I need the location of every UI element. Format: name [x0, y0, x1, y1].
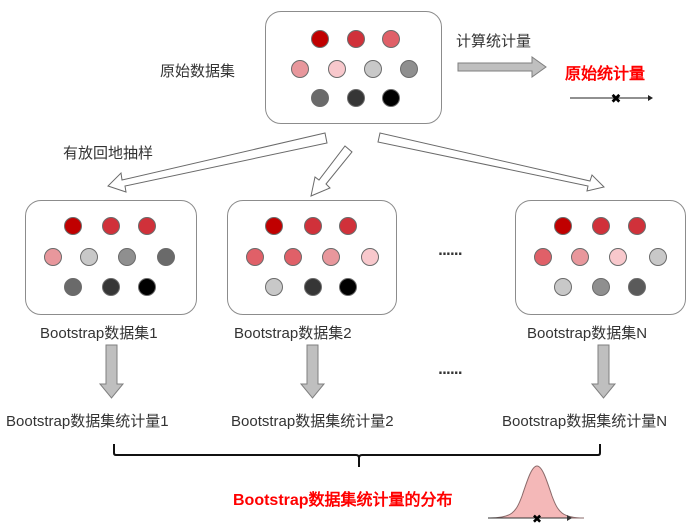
data-point [157, 248, 175, 266]
data-point [311, 89, 329, 107]
data-point [347, 30, 365, 48]
bootstrap-dataset-box-n [515, 200, 686, 315]
data-point [554, 278, 572, 296]
bootstrap-dataset-label-1: Bootstrap数据集1 [40, 325, 158, 342]
ellipsis-statistics: ...... [438, 363, 463, 378]
sampling-arrow-right [377, 132, 605, 192]
data-point [364, 60, 382, 78]
down-arrow-n [590, 344, 617, 399]
bootstrap-statistic-label-1: Bootstrap数据集统计量1 [6, 413, 169, 430]
data-point [347, 89, 365, 107]
bootstrap-distribution-label: Bootstrap数据集统计量的分布 [233, 492, 453, 509]
data-point [328, 60, 346, 78]
data-point [44, 248, 62, 266]
data-point [534, 248, 552, 266]
compute-statistic-label: 计算统计量 [456, 32, 532, 50]
data-point [265, 278, 283, 296]
down-arrow-1 [98, 344, 125, 399]
data-point [649, 248, 667, 266]
bootstrap-dataset-label-n: Bootstrap数据集N [527, 325, 648, 342]
bootstrap-statistic-label-2: Bootstrap数据集统计量2 [231, 413, 394, 430]
data-point [291, 60, 309, 78]
data-point [102, 278, 120, 296]
data-point [246, 248, 264, 266]
data-point [339, 217, 357, 235]
data-point [304, 278, 322, 296]
data-point [628, 217, 646, 235]
original-statistic-marker: ✖ [611, 92, 622, 107]
data-point [554, 217, 572, 235]
distribution-curve [489, 465, 585, 519]
ellipsis-datasets: ...... [438, 244, 463, 259]
data-point [322, 248, 340, 266]
data-point [339, 278, 357, 296]
data-point [382, 30, 400, 48]
bootstrap-statistic-label-n: Bootstrap数据集统计量N [502, 413, 668, 430]
data-point [102, 217, 120, 235]
data-point [284, 248, 302, 266]
data-point [138, 278, 156, 296]
sampling-with-replacement-label: 有放回地抽样 [63, 144, 154, 162]
data-point [592, 217, 610, 235]
original-dataset-label: 原始数据集 [160, 62, 236, 80]
data-point [382, 89, 400, 107]
data-point [304, 217, 322, 235]
distribution-statistic-marker: ✖ [532, 512, 542, 526]
data-point [571, 248, 589, 266]
grouping-brace [113, 444, 601, 467]
bootstrap-dataset-box-1 [25, 200, 197, 315]
data-point [64, 217, 82, 235]
data-point [64, 278, 82, 296]
compute-arrow [457, 56, 547, 78]
sampling-arrow-left [107, 132, 328, 193]
original-statistic-axis-arrowhead [648, 95, 653, 101]
original-statistic-label: 原始统计量 [565, 64, 646, 83]
data-point [361, 248, 379, 266]
down-arrow-2 [299, 344, 326, 399]
data-point [118, 248, 136, 266]
data-point [138, 217, 156, 235]
data-point [400, 60, 418, 78]
bootstrap-dataset-label-2: Bootstrap数据集2 [234, 325, 352, 342]
distribution-axis-arrowhead [567, 515, 572, 521]
data-point [628, 278, 646, 296]
original-dataset-box [265, 11, 442, 124]
data-point [609, 248, 627, 266]
data-point [80, 248, 98, 266]
sampling-arrow-middle [310, 145, 353, 197]
data-point [265, 217, 283, 235]
data-point [311, 30, 329, 48]
data-point [592, 278, 610, 296]
bootstrap-dataset-box-2 [227, 200, 397, 315]
